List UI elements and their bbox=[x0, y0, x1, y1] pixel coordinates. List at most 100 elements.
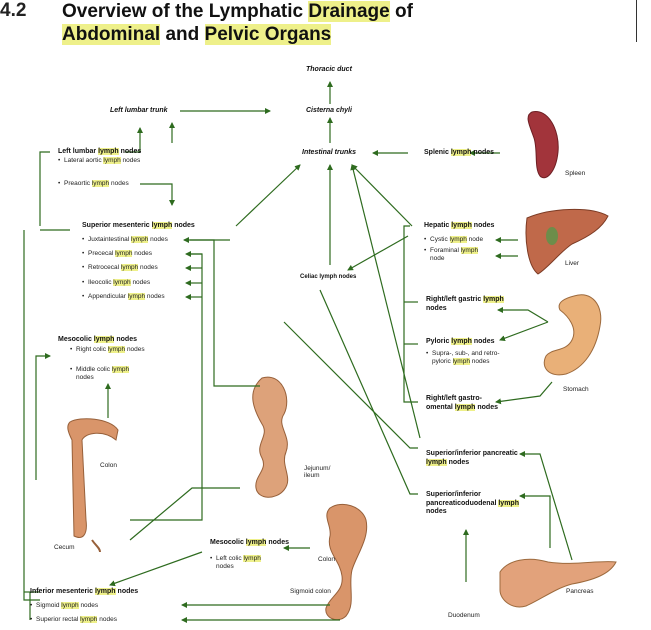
highlighted-text: lymph bbox=[80, 616, 98, 623]
text-segment: Inferior mesenteric bbox=[30, 588, 95, 595]
highlighted-text: lymph bbox=[61, 602, 79, 609]
text-segment: nodes bbox=[115, 588, 139, 595]
spleen-label: Spleen bbox=[565, 170, 586, 177]
text-segment: nodes bbox=[172, 222, 195, 229]
superior-mesenteric-nodes-label: Superior mesenteric lymph nodes bbox=[82, 222, 195, 231]
left-lumbar-trunk-label: Left lumbar trunk bbox=[110, 107, 168, 114]
text-segment: nodes bbox=[148, 236, 168, 243]
highlighted-text: lymph bbox=[483, 296, 504, 303]
text-segment: nodes bbox=[138, 264, 158, 271]
prececal-nodes-item: Prececal lymph nodes bbox=[82, 250, 152, 258]
sigmoid-colon-illustration bbox=[325, 504, 368, 621]
text-segment: Middle colic bbox=[76, 366, 112, 373]
highlighted-text: lymph bbox=[243, 555, 261, 562]
text-segment: Pyloric bbox=[426, 338, 452, 345]
pyloric-nodes-label: Pyloric lymph nodes bbox=[426, 338, 494, 347]
cisterna-chyli-label: Cisterna chyli bbox=[306, 107, 352, 114]
spleen-illustration bbox=[527, 111, 559, 179]
text-segment: Right/left gastric bbox=[426, 296, 484, 303]
left-colic-nodes-item: Left colic lymph nodes bbox=[210, 555, 276, 571]
sigmoid-colon-label: Sigmoid colon bbox=[290, 588, 331, 595]
text-segment: nodes bbox=[426, 508, 447, 515]
section-number: 4.2 bbox=[0, 0, 27, 21]
text-segment: Right colic bbox=[76, 346, 108, 353]
highlighted-text: lymph bbox=[93, 336, 115, 343]
text-segment: Superior/inferior pancreatic bbox=[426, 450, 518, 457]
text-segment: Foraminal bbox=[430, 247, 461, 254]
highlighted-text: lymph bbox=[245, 539, 267, 546]
highlighted-text: lymph bbox=[151, 222, 173, 229]
text-segment: node bbox=[430, 255, 445, 262]
stomach-illustration bbox=[543, 294, 602, 376]
splenic-nodes-label: Splenic lymph nodes bbox=[424, 149, 494, 158]
highlighted-text: lymph bbox=[113, 279, 131, 286]
jejunum-illustration bbox=[252, 376, 289, 498]
arrows bbox=[23, 81, 573, 623]
pyloric-subgroups-item: Supra-, sub-, and retro- pyloric lymph n… bbox=[426, 350, 516, 366]
highlighted-text: lymph bbox=[127, 293, 146, 300]
middle-colic-nodes-item: Middle colic lymph nodes bbox=[70, 366, 146, 382]
highlighted-text: Abdominal bbox=[62, 24, 161, 45]
highlighted-text: lymph bbox=[498, 499, 519, 507]
preaortic-nodes-item: Preaortic lymph nodes bbox=[58, 180, 129, 188]
pancreas-duodenum-illustration bbox=[499, 558, 617, 608]
liver-illustration bbox=[525, 209, 609, 275]
text-segment: Appendicular bbox=[88, 293, 128, 300]
text-segment: nodes bbox=[132, 250, 152, 257]
text-segment: nodes bbox=[120, 157, 141, 164]
colon-left-label: Colon bbox=[100, 462, 117, 469]
pancreatic-nodes-label: Superior/inferior pancreatic lymph nodes bbox=[426, 450, 522, 467]
text-segment: Right/left gastro- omental bbox=[426, 395, 482, 411]
text-segment: Supra-, sub-, and retro- pyloric bbox=[432, 350, 500, 365]
juxtaintestinal-nodes-item: Juxtaintestinal lymph nodes bbox=[82, 236, 168, 244]
hepatic-nodes-label: Hepatic lymph nodes bbox=[424, 222, 494, 231]
text-segment: Mesocolic bbox=[58, 336, 94, 343]
highlighted-text: lymph bbox=[111, 366, 130, 373]
highlighted-text: lymph bbox=[449, 236, 467, 243]
highlighted-text: lymph bbox=[460, 247, 479, 254]
highlighted-text: Drainage bbox=[308, 1, 390, 22]
title-line-1: Overview of the Lymphatic Drainage of bbox=[62, 0, 413, 23]
text-segment: nodes bbox=[130, 279, 151, 286]
highlighted-text: lymph bbox=[454, 403, 476, 411]
cystic-node-item: Cystic lymph node bbox=[424, 236, 484, 244]
text-segment: Lateral aortic bbox=[64, 157, 104, 164]
text-segment: nodes bbox=[475, 403, 498, 411]
text-segment: nodes bbox=[471, 149, 495, 156]
text-segment: nodes bbox=[78, 602, 99, 609]
text-segment: Juxtaintestinal bbox=[88, 236, 131, 243]
text-segment: nodes bbox=[471, 222, 495, 229]
mesocolic-nodes-label: Mesocolic lymph nodes bbox=[58, 336, 137, 345]
highlighted-text: lymph bbox=[91, 180, 110, 187]
text-segment: of bbox=[389, 1, 413, 22]
text-segment: and bbox=[160, 24, 205, 45]
inferior-mesenteric-nodes-label: Inferior mesenteric lymph nodes bbox=[30, 588, 138, 597]
text-segment: nodes bbox=[114, 336, 137, 343]
text-segment: Cystic bbox=[430, 236, 450, 243]
text-segment: node bbox=[466, 236, 484, 243]
highlighted-text: lymph bbox=[451, 338, 472, 345]
ileocolic-nodes-item: Ileocolic lymph nodes bbox=[82, 279, 151, 287]
text-segment: nodes bbox=[266, 539, 289, 546]
highlighted-text: lymph bbox=[120, 264, 139, 271]
gastroomental-nodes-label: Right/left gastro- omental lymph nodes bbox=[426, 395, 508, 412]
right-colic-nodes-item: Right colic lymph nodes bbox=[70, 346, 146, 354]
text-segment: Hepatic bbox=[424, 222, 452, 229]
foraminal-node-item: Foraminal lymph node bbox=[424, 247, 492, 263]
pancreas-label: Pancreas bbox=[566, 588, 594, 595]
highlighted-text: lymph bbox=[103, 157, 121, 164]
text-segment: Mesocolic bbox=[210, 539, 246, 546]
mesocolic-bottom-nodes-label: Mesocolic lymph nodes bbox=[210, 539, 289, 548]
text-segment: Overview of the Lymphatic bbox=[62, 1, 309, 22]
text-segment: Superior rectal bbox=[36, 616, 81, 623]
text-segment: nodes bbox=[97, 616, 117, 623]
sigmoid-nodes-item: Sigmoid lymph nodes bbox=[30, 602, 99, 610]
celiac-nodes-label: Celiac lymph nodes bbox=[300, 274, 357, 280]
colon-bottom-label: Colon bbox=[318, 556, 335, 563]
thoracic-duct-label: Thoracic duct bbox=[306, 66, 352, 73]
text-segment: nodes bbox=[125, 346, 145, 353]
superior-rectal-nodes-item: Superior rectal lymph nodes bbox=[30, 616, 117, 624]
text-segment: Superior mesenteric bbox=[82, 222, 152, 229]
text-segment: Retrocecal bbox=[88, 264, 121, 271]
